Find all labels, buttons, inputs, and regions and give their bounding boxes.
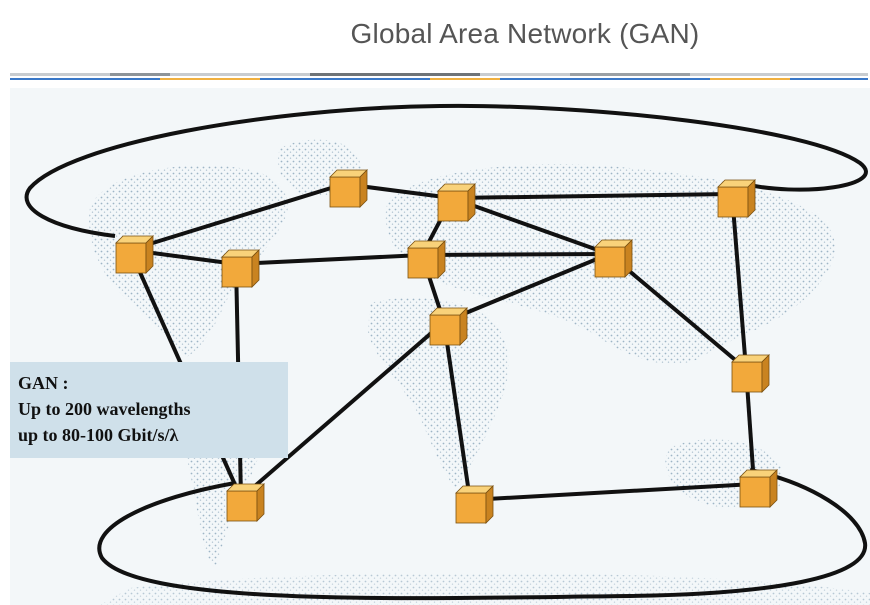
- info-title: GAN :: [18, 373, 69, 393]
- node-central-europe: [407, 240, 446, 279]
- node-east-asia-north: [717, 179, 756, 218]
- title-divider: [10, 73, 868, 81]
- world-map: [10, 88, 870, 605]
- link-north-africa-south-africa: [442, 321, 472, 501]
- info-box: GAN : Up to 200 wavelengths up to 80-100…: [10, 362, 288, 458]
- info-wavelengths: Up to 200 wavelengths: [18, 399, 191, 419]
- southern-ring-link: [97, 468, 868, 601]
- link-south-africa-australia: [469, 482, 755, 502]
- node-south-asia: [731, 354, 770, 393]
- node-greenland: [329, 169, 368, 208]
- node-south-america: [226, 483, 265, 522]
- info-bitrate: up to 80-100 Gbit/s/λ: [18, 425, 179, 445]
- link-west-america-greenland: [129, 182, 345, 252]
- node-north-europe: [437, 183, 476, 222]
- link-middle-asia-south-asia: [607, 252, 748, 371]
- link-east-america-central-europe: [235, 253, 423, 266]
- northern-ring-link: [24, 103, 868, 238]
- node-north-africa: [429, 307, 468, 346]
- node-south-africa: [455, 485, 494, 524]
- network-diagram: [24, 103, 870, 605]
- node-middle-asia: [594, 239, 633, 278]
- nodes: [115, 169, 778, 524]
- link-north-africa-south-america: [239, 320, 446, 500]
- node-australia: [739, 469, 778, 508]
- link-east-asia-north-south-asia: [730, 193, 748, 370]
- link-north-africa-middle-asia: [443, 252, 610, 324]
- link-north-europe-east-asia-north: [451, 192, 733, 200]
- link-north-europe-middle-asia: [451, 196, 610, 256]
- continent-north-america: [89, 165, 288, 358]
- node-east-america: [221, 249, 260, 288]
- continent-africa: [368, 298, 509, 488]
- page-title: Global Area Network (GAN): [350, 18, 700, 49]
- link-central-europe-middle-asia: [421, 252, 610, 257]
- node-west-america: [115, 235, 154, 274]
